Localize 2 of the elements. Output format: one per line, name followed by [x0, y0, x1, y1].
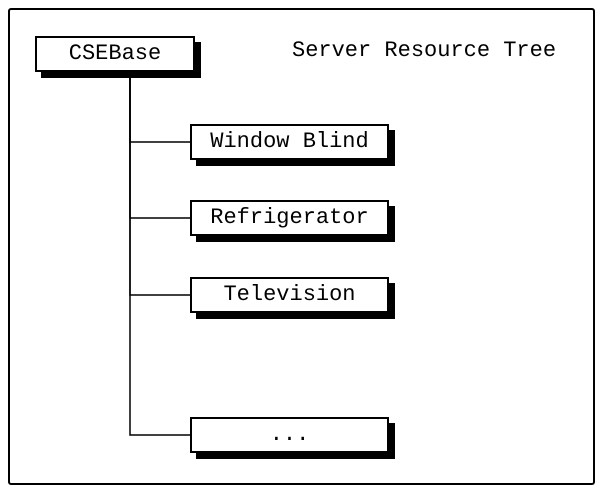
tree-title: Server Resource Tree — [292, 40, 556, 62]
frame-panel — [8, 8, 595, 485]
